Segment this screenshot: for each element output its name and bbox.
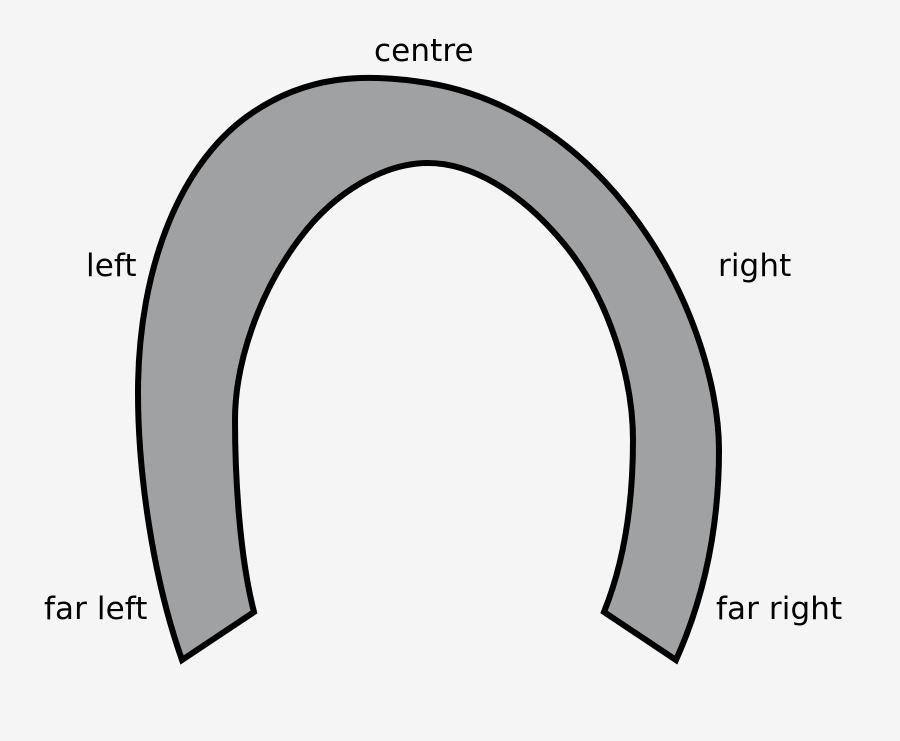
- arch-band-path: [134, 74, 723, 665]
- label-far-right: far right: [716, 591, 843, 627]
- label-centre: centre: [374, 33, 474, 69]
- label-far-left: far left: [44, 591, 148, 627]
- label-right: right: [718, 248, 792, 284]
- label-left: left: [86, 248, 137, 284]
